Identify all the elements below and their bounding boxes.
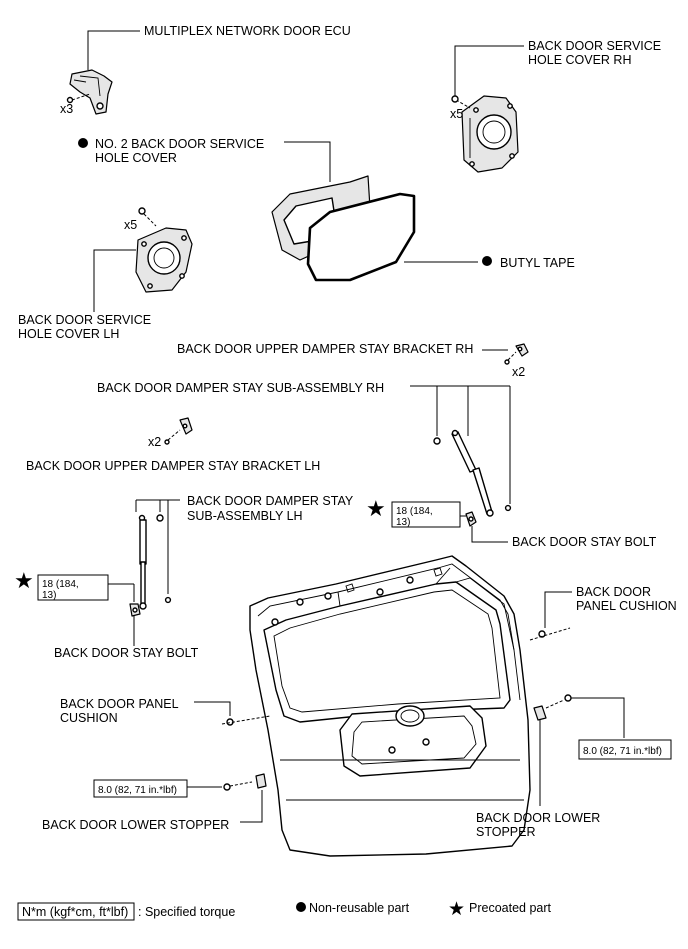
upper-bracket-rh-label: BACK DOOR UPPER DAMPER STAY BRACKET RH <box>177 342 473 356</box>
back-door-lower-stopper-lh <box>223 773 267 791</box>
no2-cover-label-line1: NO. 2 BACK DOOR SERVICE <box>95 137 264 151</box>
lower-stopper-rh-label-line2: STOPPER <box>476 825 536 839</box>
legend-non-reusable-label: Non-reusable part <box>309 901 410 915</box>
stay-bolt-rh-label: BACK DOOR STAY BOLT <box>512 535 657 549</box>
legend-torque-box <box>17 902 135 921</box>
back-door-stay-bolt-rh <box>465 511 477 527</box>
torque-stay-bolt-lh-line1: 18 (184, <box>42 579 79 590</box>
panel-cushion-rh-label-line1: BACK DOOR <box>576 585 651 599</box>
torque-stay-bolt-rh-line1: 18 (184, <box>396 506 433 517</box>
legend: N*m (kgf*cm, ft*lbf) : Specified torque … <box>17 899 552 921</box>
torque-stay-bolt-rh-line2: 13) <box>396 517 410 528</box>
precoated-star-icon: ★ <box>14 568 34 593</box>
torque-box-stay-bolt-lh <box>37 574 109 601</box>
back-door-panel-cushion-rh <box>529 627 571 641</box>
back-door-panel-cushion-lh <box>221 715 271 726</box>
lh-bracket-bolt-count: x2 <box>148 435 161 449</box>
back-door-service-hole-cover-lh <box>135 207 193 293</box>
torque-stay-bolt-lh-line2: 13) <box>42 590 56 601</box>
back-door-damper-stay-lh <box>138 514 172 610</box>
panel-cushion-lh-label-line2: CUSHION <box>60 711 118 725</box>
torque-box-lower-stopper-lh <box>93 779 188 798</box>
back-door-stay-bolt-lh <box>129 603 141 617</box>
upper-damper-stay-bracket-lh <box>164 417 193 445</box>
back-door-service-hole-cover-rh <box>451 95 519 173</box>
legend-torque-unit: N*m (kgf*cm, ft*lbf) <box>22 905 128 919</box>
back-door-panel <box>249 555 531 857</box>
damper-stay-lh-label-line2: SUB-ASSEMBLY LH <box>187 509 303 523</box>
panel-cushion-rh-label-line2: PANEL CUSHION <box>576 599 677 613</box>
ecu-screw-count: x3 <box>60 102 73 116</box>
no2-cover-label-line2: HOLE COVER <box>95 151 177 165</box>
multiplex-ecu-label: MULTIPLEX NETWORK DOOR ECU <box>144 24 351 38</box>
torque-lower-stopper-lh: 8.0 (82, 71 in.*lbf) <box>98 785 177 796</box>
torque-box-stay-bolt-rh <box>391 501 461 528</box>
back-door-damper-stay-rh <box>433 429 512 517</box>
stay-bolt-lh-label: BACK DOOR STAY BOLT <box>54 646 199 660</box>
rh-bracket-bolt-count: x2 <box>512 365 525 379</box>
back-door-lower-stopper-rh <box>533 694 572 721</box>
lh-cover-screw-count: x5 <box>124 218 137 232</box>
panel-cushion-lh-label-line1: BACK DOOR PANEL <box>60 697 179 711</box>
legend-precoated-label: Precoated part <box>469 901 552 915</box>
non-reusable-icon <box>78 138 88 148</box>
rh-cover-screw-count: x5 <box>450 107 463 121</box>
service-cover-lh-label-line1: BACK DOOR SERVICE <box>18 313 151 327</box>
legend-precoated-star-icon: ★ <box>448 899 465 920</box>
service-cover-lh-label-line2: HOLE COVER LH <box>18 327 119 341</box>
legend-torque-desc: : Specified torque <box>138 905 235 919</box>
precoated-star-icon: ★ <box>366 496 386 521</box>
upper-bracket-lh-label: BACK DOOR UPPER DAMPER STAY BRACKET LH <box>26 459 320 473</box>
torque-box-lower-stopper-rh <box>578 739 672 760</box>
non-reusable-icon <box>482 256 492 266</box>
lower-stopper-lh-label: BACK DOOR LOWER STOPPER <box>42 818 229 832</box>
torque-lower-stopper-rh: 8.0 (82, 71 in.*lbf) <box>583 746 662 757</box>
damper-stay-rh-label: BACK DOOR DAMPER STAY SUB-ASSEMBLY RH <box>97 381 384 395</box>
service-cover-rh-label-line1: BACK DOOR SERVICE <box>528 39 661 53</box>
lower-stopper-rh-label-line1: BACK DOOR LOWER <box>476 811 600 825</box>
multiplex-network-door-ecu <box>66 69 113 115</box>
butyl-tape <box>306 192 416 282</box>
damper-stay-lh-label-line1: BACK DOOR DAMPER STAY <box>187 494 354 508</box>
upper-damper-stay-bracket-rh <box>504 343 529 365</box>
butyl-tape-label: BUTYL TAPE <box>500 256 575 270</box>
service-cover-rh-label-line2: HOLE COVER RH <box>528 53 632 67</box>
legend-non-reusable-icon <box>296 902 306 912</box>
